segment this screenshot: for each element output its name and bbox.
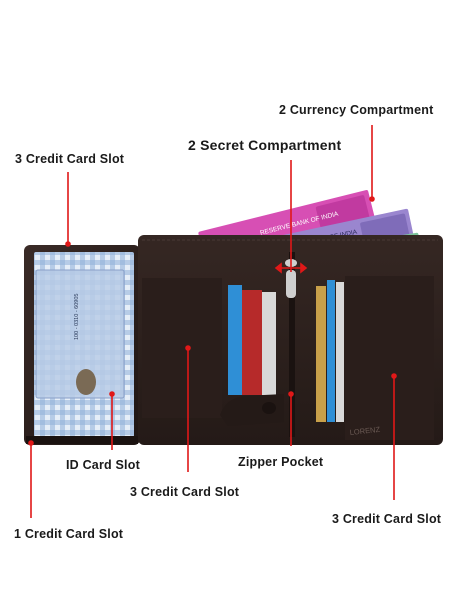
pocket-flap: [220, 394, 284, 426]
card-blue-2: [327, 280, 335, 422]
zipper-pull: [286, 270, 296, 298]
annotation-lines: [28, 125, 397, 518]
card-red: [242, 290, 262, 395]
card-gold: [316, 286, 326, 422]
label-currency-compartment: 2 Currency Compartment: [279, 103, 434, 117]
id-photo: [76, 369, 96, 395]
label-credit-card-slot-top-left: 3 Credit Card Slot: [15, 152, 125, 166]
brand-logo: LORENZ: [349, 425, 381, 437]
wallet-left-panel: 100 - 0310 - 60905: [24, 245, 140, 445]
label-credit-card-slot-bottom-left: 1 Credit Card Slot: [14, 527, 124, 541]
card-white-2: [336, 282, 344, 422]
card-white: [262, 292, 276, 395]
label-zipper-pocket: Zipper Pocket: [238, 455, 324, 469]
zipper-track: [289, 252, 295, 437]
label-credit-card-slot-right: 3 Credit Card Slot: [332, 512, 442, 526]
label-credit-card-slot-middle: 3 Credit Card Slot: [130, 485, 240, 499]
front-pocket: [142, 278, 222, 418]
label-secret-compartment: 2 Secret Compartment: [188, 137, 342, 153]
id-card-number: 100 - 0310 - 60905: [74, 294, 80, 340]
label-id-card-slot: ID Card Slot: [66, 458, 140, 472]
snap-button: [262, 402, 276, 414]
wallet-right-body: LORENZ: [138, 235, 443, 445]
card-blue: [228, 285, 242, 395]
id-card: [36, 270, 124, 398]
right-pocket: [345, 276, 434, 440]
